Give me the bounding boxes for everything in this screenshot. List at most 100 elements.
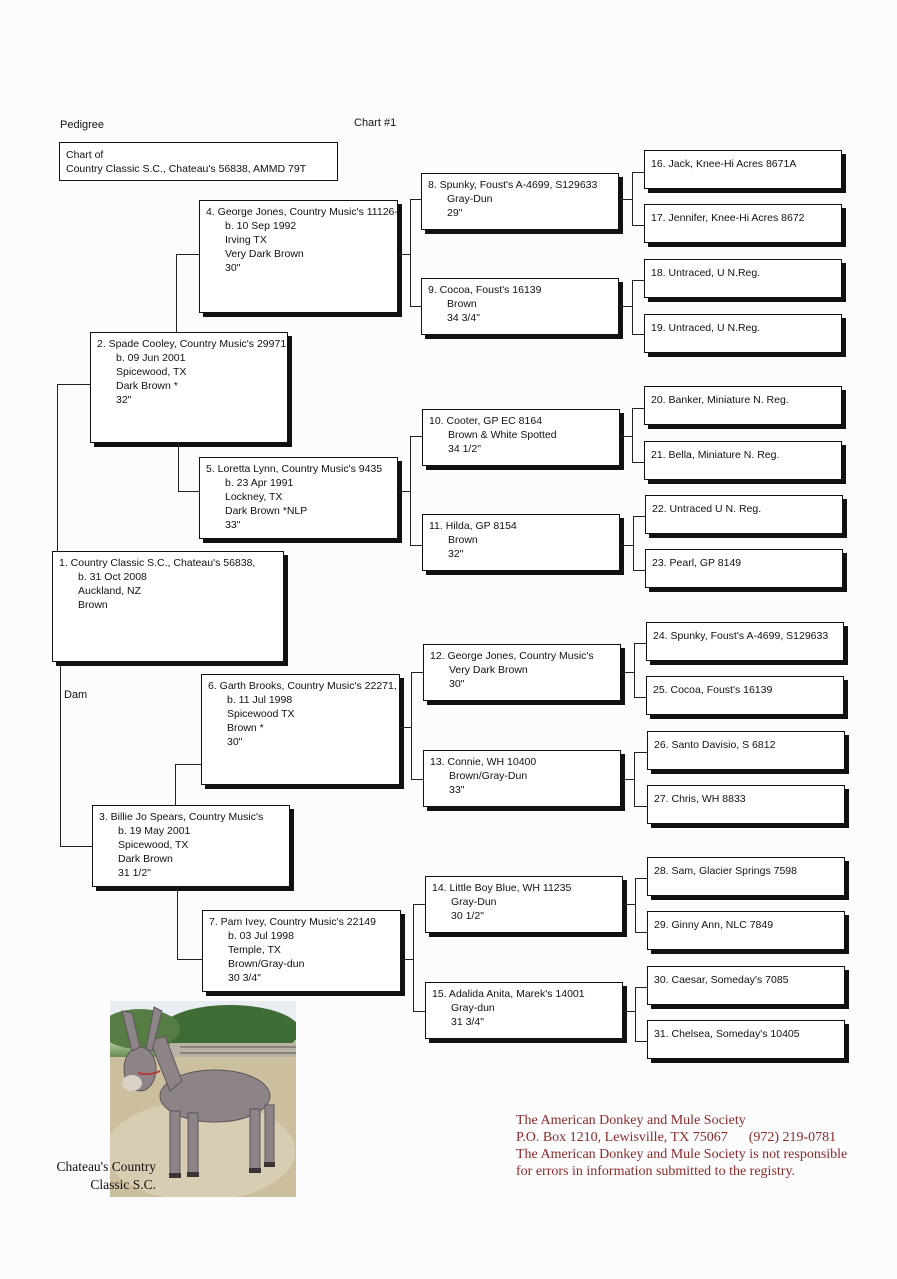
horse-7-name: 7. Pam Ivey, Country Music's 22149 <box>209 916 376 928</box>
horse-5-place: Lockney, TX <box>225 491 283 503</box>
horse-12-height: 30" <box>449 678 465 690</box>
horse-12-name: 12. George Jones, Country Music's <box>430 650 594 662</box>
society-disclaimer-2: for errors in information submitted to t… <box>516 1164 796 1179</box>
horse-19-box: 19. Untraced, U N.Reg. <box>644 314 842 353</box>
connector-line <box>632 334 644 335</box>
connector-line <box>411 779 423 780</box>
horse-9-color: Brown <box>447 298 477 310</box>
horse-1-name: 1. Country Classic S.C., Chateau's 56838… <box>59 557 256 569</box>
horse-6-birth: b. 11 Jul 1998 <box>227 694 293 706</box>
horse-11-color: Brown <box>448 534 478 546</box>
horse-17-box: 17. Jennifer, Knee-Hi Acres 8672 <box>644 204 842 243</box>
horse-10-box: 10. Cooter, GP EC 8164 Brown & White Spo… <box>422 409 620 466</box>
connector-line <box>623 1011 635 1012</box>
connector-line <box>620 436 632 437</box>
connector-line <box>632 280 633 335</box>
horse-27-name: 27. Chris, WH 8833 <box>654 793 746 805</box>
horse-21-name: 21. Bella, Miniature N. Reg. <box>651 449 780 461</box>
connector-line <box>410 199 411 307</box>
horse-1-box: 1. Country Classic S.C., Chateau's 56838… <box>52 551 284 662</box>
connector-line <box>60 846 92 847</box>
horse-2-birth: b. 09 Jun 2001 <box>116 352 186 364</box>
society-notice: The American Donkey and Mule Society P.O… <box>516 1112 847 1180</box>
dam-label: Dam <box>64 689 88 701</box>
horse-30-name: 30. Caesar, Someday's 7085 <box>654 974 789 986</box>
connector-line <box>398 254 410 255</box>
horse-15-name: 15. Adalida Anita, Marek's 14001 <box>432 988 585 1000</box>
connector-line <box>632 280 644 281</box>
horse-20-name: 20. Banker, Miniature N. Reg. <box>651 394 789 406</box>
horse-28-name: 28. Sam, Glacier Springs 7598 <box>654 865 797 877</box>
connector-line <box>413 1011 425 1012</box>
connector-line <box>634 752 635 807</box>
horse-12-color: Very Dark Brown <box>449 664 528 676</box>
horse-1-birth: b. 31 Oct 2008 <box>78 571 147 583</box>
horse-23-box: 23. Pearl, GP 8149 <box>645 549 843 588</box>
connector-line <box>635 878 647 879</box>
photo-caption: Chateau's Country Classic S.C. <box>38 1158 156 1194</box>
horse-30-box: 30. Caesar, Someday's 7085 <box>647 966 845 1005</box>
chart-of-line2: Country Classic S.C., Chateau's 56838, A… <box>66 163 307 175</box>
connector-line <box>633 570 645 571</box>
horse-17-name: 17. Jennifer, Knee-Hi Acres 8672 <box>651 212 805 224</box>
horse-15-height: 31 3/4" <box>451 1016 484 1028</box>
connector-line <box>634 643 635 698</box>
horse-4-name: 4. George Jones, Country Music's 11126- <box>206 206 398 218</box>
connector-line <box>635 1041 647 1042</box>
chart-number-label: Chart #1 <box>354 117 397 129</box>
horse-20-box: 20. Banker, Miniature N. Reg. <box>644 386 842 425</box>
connector-line <box>634 806 647 807</box>
horse-3-birth: b. 19 May 2001 <box>118 825 191 837</box>
horse-15-color: Gray-dun <box>451 1002 495 1014</box>
connector-line <box>620 545 633 546</box>
horse-18-name: 18. Untraced, U N.Reg. <box>651 267 761 279</box>
horse-27-box: 27. Chris, WH 8833 <box>647 785 845 824</box>
horse-3-name: 3. Billie Jo Spears, Country Music's <box>99 811 264 823</box>
connector-line <box>178 443 179 491</box>
horse-19-name: 19. Untraced, U N.Reg. <box>651 322 761 334</box>
horse-13-height: 33" <box>449 784 465 796</box>
connector-line <box>619 306 632 307</box>
horse-5-box: 5. Loretta Lynn, Country Music's 9435 b.… <box>199 457 398 539</box>
horse-31-box: 31. Chelsea, Someday's 10405 <box>647 1020 845 1059</box>
horse-5-height: 33" <box>225 519 241 531</box>
connector-line <box>635 932 647 933</box>
horse-24-box: 24. Spunky, Foust's A-4699, S129633 <box>646 622 844 661</box>
horse-14-box: 14. Little Boy Blue, WH 11235 Gray-Dun 3… <box>425 876 623 933</box>
horse-2-place: Spicewood, TX <box>116 366 187 378</box>
connector-line <box>411 672 412 780</box>
connector-line <box>176 254 199 255</box>
donkey-illustration <box>110 1001 296 1197</box>
horse-28-box: 28. Sam, Glacier Springs 7598 <box>647 857 845 896</box>
connector-line <box>177 887 178 959</box>
horse-26-name: 26. Santo Davisio, S 6812 <box>654 739 776 751</box>
connector-line <box>621 672 634 673</box>
horse-9-name: 9. Cocoa, Foust's 16139 <box>428 284 542 296</box>
horse-13-box: 13. Connie, WH 10400 Brown/Gray-Dun 33" <box>423 750 621 807</box>
connector-line <box>401 959 413 960</box>
horse-6-color: Brown * <box>227 722 264 734</box>
horse-25-box: 25. Cocoa, Foust's 16139 <box>646 676 844 715</box>
connector-line <box>410 199 421 200</box>
society-address: P.O. Box 1210, Lewisville, TX 75067 (972… <box>516 1130 837 1145</box>
chart-of-line1: Chart of <box>66 149 104 161</box>
connector-line <box>410 436 422 437</box>
horse-2-height: 32" <box>116 394 132 406</box>
horse-21-box: 21. Bella, Miniature N. Reg. <box>644 441 842 480</box>
connector-line <box>178 491 199 492</box>
horse-1-place: Auckland, NZ <box>78 585 142 597</box>
society-disclaimer-1: The American Donkey and Mule Society is … <box>516 1147 848 1162</box>
connector-line <box>623 904 635 905</box>
horse-8-box: 8. Spunky, Foust's A-4699, S129633 Gray-… <box>421 173 619 230</box>
connector-line <box>410 545 422 546</box>
connector-line <box>175 764 176 805</box>
connector-line <box>410 306 421 307</box>
horse-8-height: 29" <box>447 207 463 219</box>
horse-29-box: 29. Ginny Ann, NLC 7849 <box>647 911 845 950</box>
connector-line <box>634 697 646 698</box>
connector-line <box>410 436 411 546</box>
horse-6-height: 30" <box>227 736 243 748</box>
connector-line <box>635 987 636 1042</box>
horse-16-box: 16. Jack, Knee-Hi Acres 8671A <box>644 150 842 189</box>
horse-9-box: 9. Cocoa, Foust's 16139 Brown 34 3/4" <box>421 278 619 335</box>
